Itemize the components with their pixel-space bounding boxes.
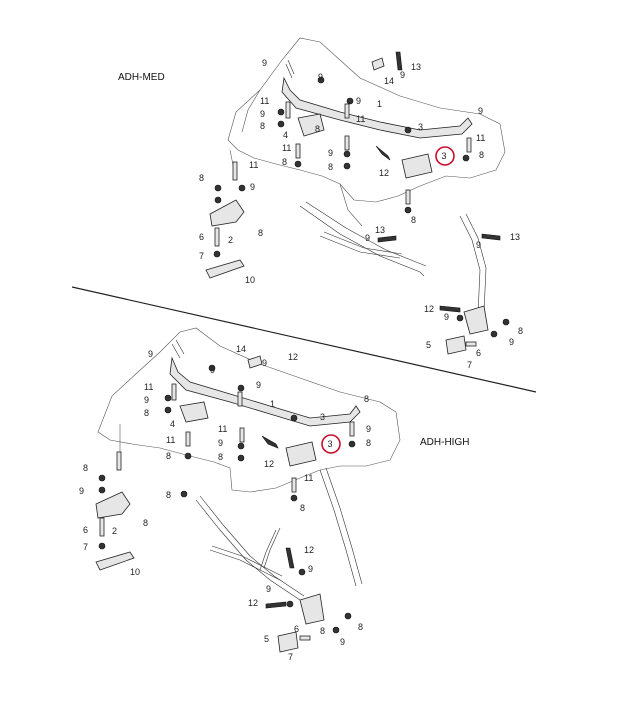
- callout: 4: [170, 419, 175, 429]
- section-divider: [71, 286, 537, 393]
- callout: 9: [250, 182, 255, 192]
- callout: 11: [144, 382, 153, 392]
- callout: 8: [411, 215, 416, 225]
- callout: 12: [264, 459, 274, 469]
- callout: 1: [270, 399, 275, 409]
- callout: 6: [476, 348, 481, 358]
- callout: 9: [256, 380, 261, 390]
- callout: 11: [356, 114, 365, 124]
- section-label-adh-high: ADH-HIGH: [420, 437, 469, 448]
- callout: 11: [476, 133, 485, 143]
- callout: 9: [308, 564, 313, 574]
- callout: 8: [479, 150, 484, 160]
- callout: 2: [112, 526, 117, 536]
- callout: 9: [148, 349, 153, 359]
- callouts-top: 9 14 9 13 9 1 9 11 11 9 8 4 8 9 11 9 8 1…: [199, 58, 523, 370]
- callout: 8: [300, 503, 305, 513]
- callout: 8: [260, 121, 265, 131]
- callout: 11: [166, 435, 175, 445]
- callout: 13: [375, 225, 385, 235]
- callout: 9: [79, 486, 84, 496]
- callout: 9: [340, 637, 345, 647]
- callout: 10: [245, 275, 255, 285]
- callout: 10: [130, 567, 140, 577]
- callout: 12: [424, 304, 434, 314]
- callout: 9: [444, 312, 449, 322]
- callout: 8: [143, 518, 148, 528]
- callout: 12: [248, 598, 258, 608]
- callout: 6: [83, 525, 88, 535]
- callout: 12: [304, 545, 314, 555]
- callout: 9: [218, 438, 223, 448]
- callout: 1: [377, 99, 382, 109]
- callout: 9: [262, 58, 267, 68]
- highlight-circle-top: [435, 146, 455, 166]
- callout: 7: [467, 360, 472, 370]
- callouts-bottom: 9 14 9 12 9 11 9 8 1 9 4 11 9 8 8 11 9 8…: [79, 344, 371, 662]
- callout: 9: [328, 148, 333, 158]
- callout: 8: [166, 451, 171, 461]
- callout: 8: [328, 162, 333, 172]
- callout: 3: [418, 122, 423, 132]
- callout: 8: [258, 228, 263, 238]
- callout: 9: [262, 358, 267, 368]
- callout: 9: [318, 72, 323, 82]
- callout: 8: [199, 173, 204, 183]
- callout: 7: [199, 251, 204, 261]
- callout: 8: [83, 463, 88, 473]
- callout: 9: [210, 365, 215, 375]
- callout: 14: [384, 76, 394, 86]
- section-label-adh-med: ADH-MED: [118, 72, 165, 83]
- callout: 6: [294, 624, 299, 634]
- highlight-number-bottom: 3: [328, 439, 333, 449]
- callout: 9: [144, 395, 149, 405]
- callout: 3: [320, 412, 325, 422]
- callout: 5: [264, 634, 269, 644]
- callout: 8: [282, 157, 287, 167]
- callout: 9: [366, 424, 371, 434]
- callout: 12: [288, 352, 298, 362]
- callout: 9: [260, 109, 265, 119]
- callout: 8: [315, 124, 320, 134]
- assembly-adh-med: [205, 37, 510, 355]
- callout: 8: [144, 408, 149, 418]
- highlight-number-top: 3: [442, 151, 447, 161]
- callout: 5: [426, 340, 431, 350]
- callout: 13: [510, 232, 520, 242]
- callout: 9: [476, 240, 481, 250]
- callout: 11: [282, 143, 291, 153]
- highlight-circle-bottom: [321, 434, 341, 454]
- callout: 9: [478, 106, 483, 116]
- callout: 9: [509, 337, 514, 347]
- callout: 13: [411, 62, 421, 72]
- assembly-adh-high: [95, 327, 401, 653]
- callout: 8: [358, 622, 363, 632]
- callout: 7: [83, 542, 88, 552]
- callout: 8: [366, 438, 371, 448]
- callout: 11: [304, 473, 313, 483]
- callout: 9: [266, 584, 271, 594]
- callout: 4: [283, 130, 288, 140]
- callout: 8: [364, 394, 369, 404]
- callout: 2: [228, 235, 233, 245]
- callout: 11: [260, 96, 269, 106]
- callout: 9: [400, 70, 405, 80]
- callout: 8: [518, 326, 523, 336]
- callout: 8: [166, 490, 171, 500]
- callout: 9: [356, 96, 361, 106]
- callout: 8: [320, 626, 325, 636]
- callout: 12: [379, 168, 389, 178]
- callout: 9: [365, 233, 370, 243]
- callout: 7: [288, 652, 293, 662]
- callout: 11: [249, 160, 258, 170]
- callout: 6: [199, 232, 204, 242]
- callout: 14: [236, 344, 246, 354]
- callout: 8: [218, 452, 223, 462]
- callout: 11: [218, 424, 227, 434]
